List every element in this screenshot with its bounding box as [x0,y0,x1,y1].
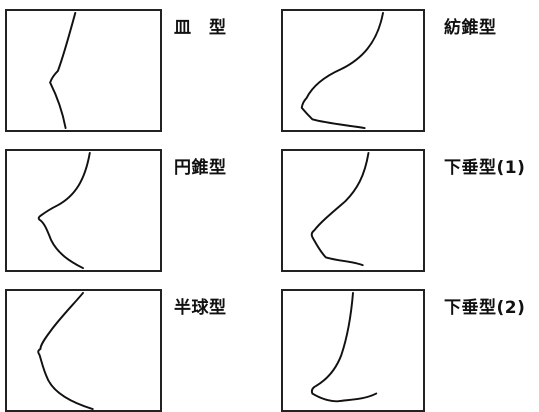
shape-label-spindle: 紡錐型 [444,18,497,38]
breast-outline-pendulous-2 [310,291,378,403]
breast-outline-flat [49,11,77,130]
breast-outline-spindle [300,11,384,130]
breast-outline-hemispherical [37,291,94,410]
shape-panel-pendulous-1 [281,149,425,272]
shape-panel-hemispherical [5,289,162,412]
shape-label-conical: 円錐型 [174,158,227,178]
shape-panel-pendulous-2 [281,289,425,412]
shape-panel-spindle [281,9,425,132]
shape-label-hemispherical: 半球型 [174,298,227,318]
breast-outline-conical [37,151,91,270]
shape-panel-conical [5,149,162,272]
shape-label-pendulous-1: 下垂型(1) [444,158,526,178]
shape-label-pendulous-2: 下垂型(2) [444,298,526,318]
shape-label-flat: 皿 型 [174,18,227,38]
breast-outline-pendulous-1 [310,151,370,267]
shape-panel-flat [5,9,162,132]
